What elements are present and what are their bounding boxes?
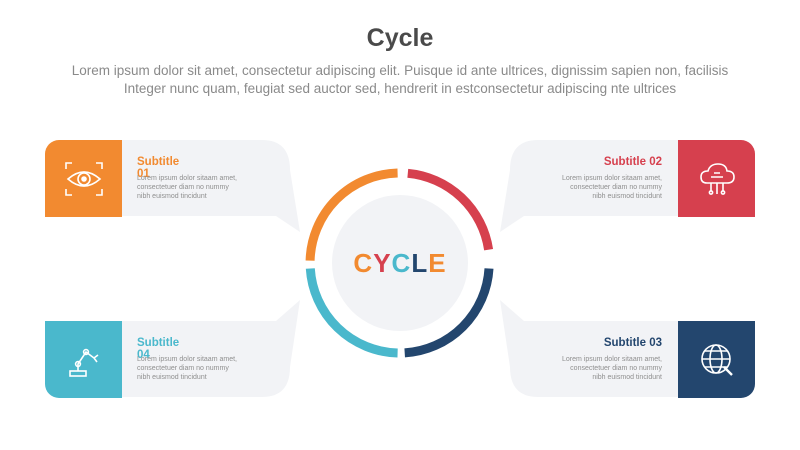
card-text-04-line-2: consectetuer diam no nummy [137, 365, 229, 372]
center-letter-3: C [391, 248, 412, 278]
card-text-02: Lorem ipsum dolor sitaam amet, consectet… [550, 174, 662, 201]
ring-segment-red [407, 168, 494, 251]
center-letter-4: L [411, 248, 429, 278]
card-text-01: Lorem ipsum dolor sitaam amet, consectet… [137, 174, 249, 201]
cycle-center-label: CYCLE [340, 248, 460, 279]
center-letter-5: E [428, 248, 447, 278]
icon-box-01 [45, 140, 122, 217]
card-title-04: Subtitle 04 [137, 337, 180, 361]
page-description: Lorem ipsum dolor sit amet, consectetur … [40, 62, 760, 98]
ring-segment-navy [404, 268, 494, 358]
center-letter-1: C [353, 248, 374, 278]
card-text-01-line-1: Lorem ipsum dolor sitaam amet, [137, 175, 237, 182]
card-text-03-line-1: Lorem ipsum dolor sitaam amet, [562, 356, 662, 363]
card-title-01: Subtitle 01 [137, 156, 180, 180]
card-text-03: Lorem ipsum dolor sitaam amet, consectet… [550, 355, 662, 382]
page-title: Cycle [366, 24, 434, 52]
description-line-2: Integer nunc quam, feugiat sed auctor se… [123, 81, 677, 96]
card-text-04: Lorem ipsum dolor sitaam amet, consectet… [137, 355, 249, 382]
cloud-network-icon [699, 162, 735, 195]
card-text-02-line-3: nibh euismod tincidunt [592, 193, 662, 200]
ring-segment-orange [305, 168, 398, 261]
robot-arm-icon [68, 348, 98, 377]
ring-segment-teal [305, 268, 398, 358]
icon-box-03 [678, 321, 755, 398]
connector-panel-03 [500, 300, 680, 397]
globe-icon [700, 343, 733, 376]
connector-panel-02 [500, 140, 680, 232]
card-title-03: Subtitle 03 [603, 337, 662, 349]
card-text-04-line-1: Lorem ipsum dolor sitaam amet, [137, 356, 237, 363]
card-text-03-line-3: nibh euismod tincidunt [592, 374, 662, 381]
eye-icon [64, 161, 103, 196]
icon-box-04 [45, 321, 122, 398]
card-text-02-line-1: Lorem ipsum dolor sitaam amet, [562, 175, 662, 182]
center-letter-2: Y [373, 248, 392, 278]
connector-panel-04 [120, 300, 300, 397]
description-line-1: Lorem ipsum dolor sit amet, consectetur … [71, 63, 729, 78]
card-text-01-line-3: nibh euismod tincidunt [137, 193, 207, 200]
card-text-01-line-2: consectetuer diam no nummy [137, 184, 229, 191]
icon-box-02 [678, 140, 755, 217]
connector-panel-01 [120, 140, 300, 232]
card-text-04-line-3: nibh euismod tincidunt [137, 374, 207, 381]
card-text-02-line-2: consectetuer diam no nummy [570, 184, 662, 191]
card-text-03-line-2: consectetuer diam no nummy [570, 365, 662, 372]
cycle-inner-disk [332, 195, 468, 331]
card-title-02: Subtitle 02 [603, 156, 662, 168]
